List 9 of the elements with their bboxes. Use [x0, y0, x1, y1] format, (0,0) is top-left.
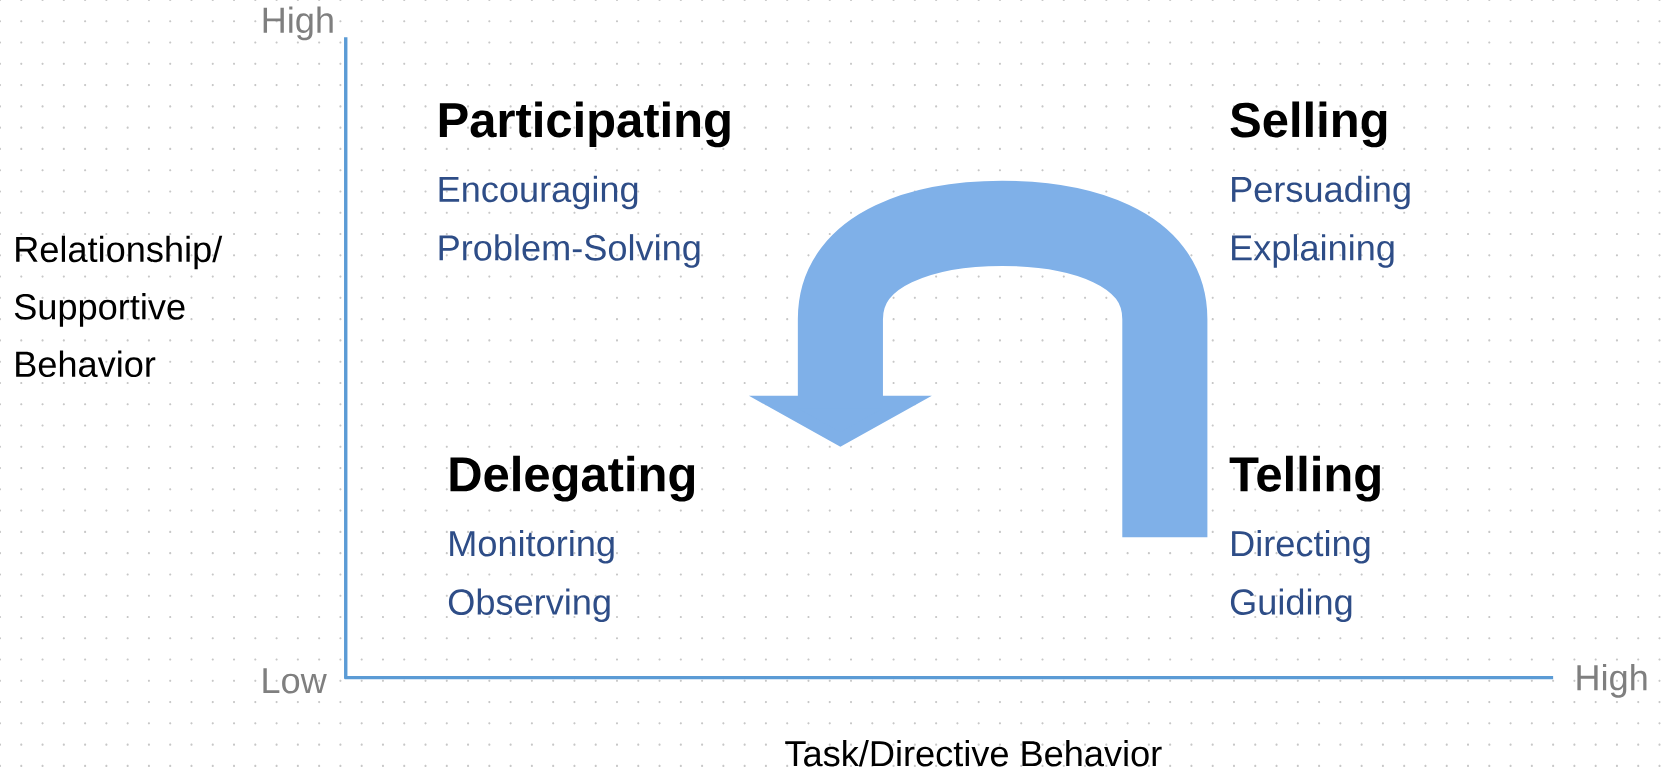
quadrant-label: Telling Directing Guiding: [1229, 455, 1380, 622]
axis-label: Low: [263, 668, 327, 694]
axis-title: Task/Directive Behavior: [785, 739, 1162, 767]
quadrant-label: Delegating Monitoring Observing: [448, 455, 695, 622]
axis-label: High: [263, 6, 333, 41]
axis-title: Relationship/ Supportive Behavior: [14, 235, 223, 378]
axis-label: High: [1577, 663, 1647, 698]
quadrant-label: Participating Encouraging Problem-Solving: [439, 101, 730, 268]
quadrant-label: Selling Persuading Explaining: [1230, 101, 1410, 268]
